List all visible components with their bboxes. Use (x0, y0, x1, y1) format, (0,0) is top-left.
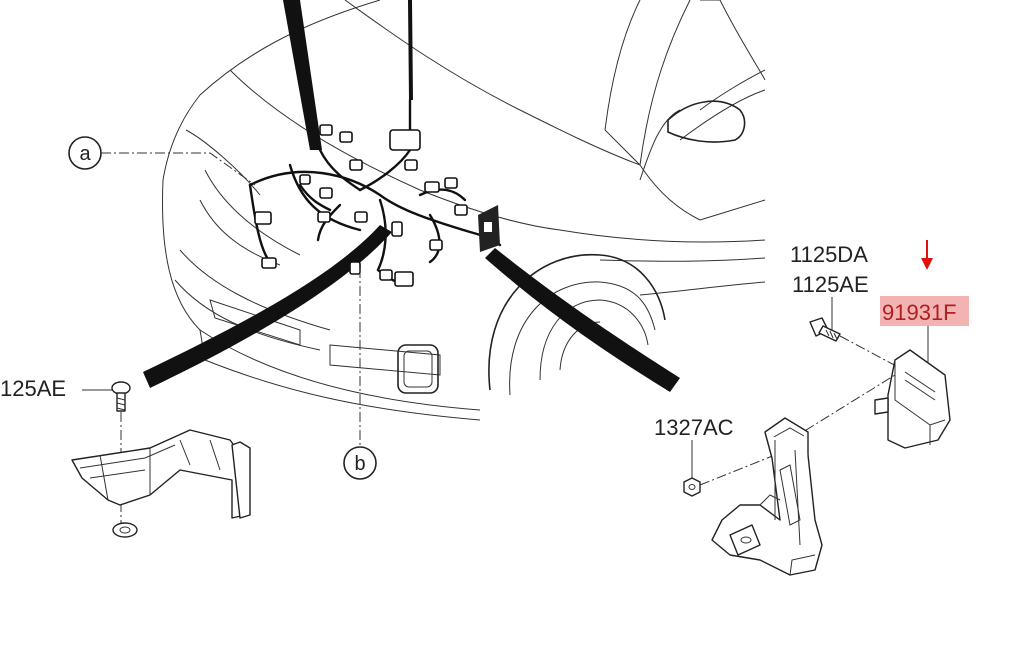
engine-wiring-harness (143, 0, 680, 392)
harness-protector-part (874, 349, 951, 449)
part-highlight-box (880, 296, 969, 326)
vehicle-front-outline (162, 0, 766, 421)
red-arrow-icon (921, 240, 933, 270)
part-label-91931f: 91931F (882, 300, 957, 325)
callout-a: a (68, 136, 256, 186)
nut-icon (683, 477, 701, 497)
highlighted-part-callout: 91931F (880, 240, 969, 362)
callout-b: b (343, 268, 377, 480)
nut-assembly: 1327AC (654, 374, 896, 497)
part-label-1125da: 1125DA (790, 242, 868, 267)
screw-icon (111, 381, 131, 412)
part-label-1125ae: 1125AE (792, 272, 869, 297)
bolt-icon (809, 317, 841, 342)
callout-b-circle (343, 446, 377, 480)
part-label-125ae: 125AE (0, 376, 66, 401)
callout-a-letter: a (79, 143, 91, 165)
bolt-assembly: 1125DA 1125AE (790, 242, 901, 369)
left-bracket-assembly: 125AE (0, 376, 251, 538)
callout-b-letter: b (354, 453, 365, 475)
mounting-bracket (711, 417, 823, 576)
part-label-1327ac: 1327AC (654, 415, 734, 440)
